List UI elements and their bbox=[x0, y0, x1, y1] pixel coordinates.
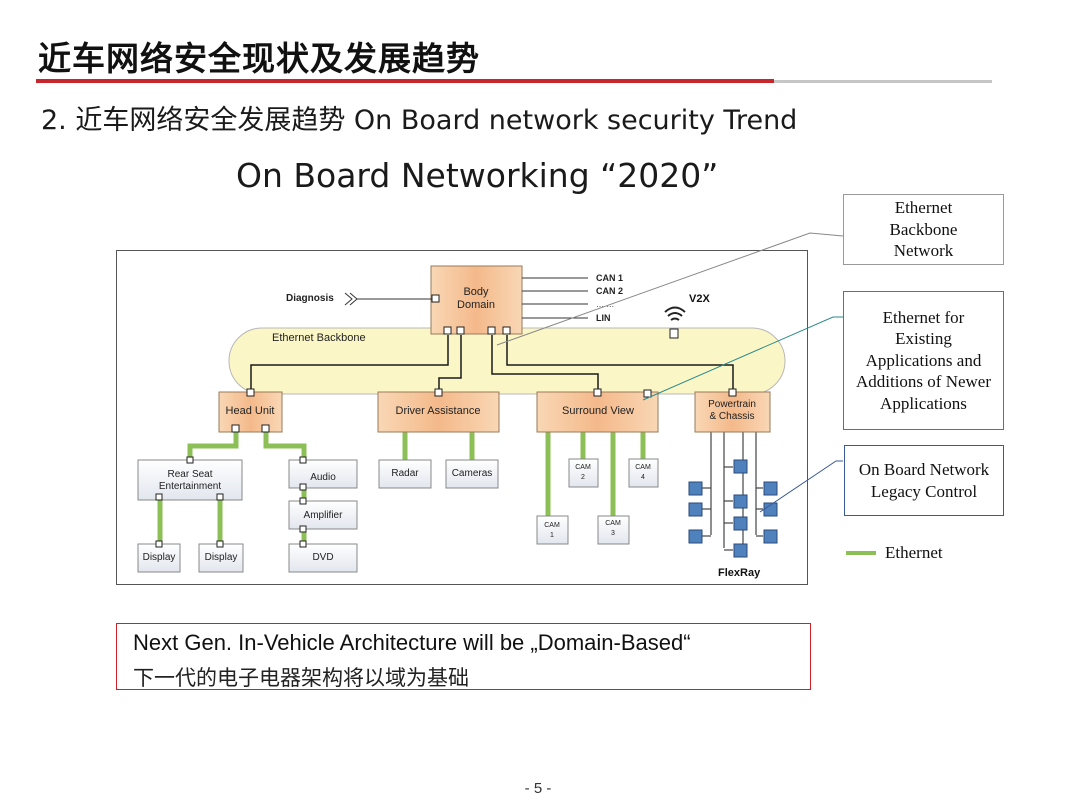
audio bbox=[288, 459, 358, 489]
note-chinese: 下一代的电子电器架构将以域为基础 bbox=[133, 666, 469, 690]
lin-label: LIN bbox=[596, 313, 611, 323]
flexray-ecu bbox=[763, 481, 778, 496]
callout-ethernet-backbone-text: Ethernet Backbone Network bbox=[889, 198, 958, 261]
slide-subtitle: 2. 近车网络安全发展趋势 On Board network security … bbox=[41, 105, 798, 136]
callout-legacy-control-text: On Board Network Legacy Control bbox=[858, 460, 990, 501]
flexray-ecu bbox=[688, 502, 703, 517]
amplifier-label: Amplifier bbox=[304, 510, 344, 521]
flexray-bus bbox=[702, 432, 763, 551]
radar-label: Radar bbox=[391, 468, 419, 479]
flexray-ecu bbox=[733, 459, 748, 474]
cam-3-number: 3 bbox=[611, 530, 615, 537]
body-domain bbox=[430, 265, 523, 335]
diagram-title: On Board Networking “2020” bbox=[236, 156, 719, 195]
head-unit-domain bbox=[218, 391, 283, 433]
body-domain-label-1: Body bbox=[463, 286, 489, 298]
cam-2-number: 2 bbox=[581, 474, 585, 481]
dvd-label: DVD bbox=[312, 552, 333, 563]
can1-label: CAN 1 bbox=[596, 273, 623, 283]
amplifier bbox=[288, 500, 358, 530]
body-domain-label-2: Domain bbox=[457, 299, 495, 311]
callout-pointer-backbone bbox=[496, 232, 844, 346]
powertrain-domain bbox=[694, 391, 771, 433]
legend-ethernet-swatch bbox=[846, 551, 876, 555]
surround-view-domain bbox=[536, 391, 659, 433]
callout-ethernet-existing-text: Ethernet for Existing Applications and A… bbox=[855, 307, 992, 413]
flexray-ecu bbox=[733, 543, 748, 558]
diagram-frame bbox=[116, 250, 808, 585]
cam-3-label: CAM bbox=[605, 520, 621, 527]
callout-ethernet-existing: Ethernet for Existing Applications and A… bbox=[843, 291, 1004, 430]
display-1-label: Display bbox=[143, 552, 176, 563]
callout-pointer-legacy bbox=[759, 460, 843, 513]
backbone-wiring bbox=[250, 335, 734, 392]
cam-1-number: 1 bbox=[550, 532, 554, 539]
can-lines bbox=[522, 277, 588, 319]
v2x-label: V2X bbox=[689, 293, 710, 305]
dvd bbox=[288, 543, 358, 573]
flexray-ecu bbox=[763, 529, 778, 544]
rear-seat-label-1: Rear Seat bbox=[167, 469, 212, 480]
powertrain-label-2: & Chassis bbox=[709, 411, 754, 422]
flexray-ecu bbox=[733, 516, 748, 531]
cam-2-label: CAM bbox=[575, 464, 591, 471]
rear-seat-label-2: Entertainment bbox=[159, 481, 221, 492]
cam-4-label: CAM bbox=[635, 464, 651, 471]
head-unit-label: Head Unit bbox=[226, 405, 275, 417]
cameras bbox=[445, 459, 499, 489]
flexray-ecu bbox=[688, 529, 703, 544]
flexray-ecus bbox=[688, 459, 778, 558]
title-underline-grey bbox=[774, 80, 992, 83]
audio-label: Audio bbox=[310, 472, 336, 483]
can2-label: CAN 2 bbox=[596, 286, 623, 296]
cam-1-label: CAM bbox=[544, 522, 560, 529]
flexray-ecu bbox=[688, 481, 703, 496]
rear-seat-entertainment bbox=[137, 459, 243, 501]
wifi-icon bbox=[664, 306, 686, 321]
note-english: Next Gen. In-Vehicle Architecture will b… bbox=[133, 630, 691, 655]
slide-title: 近车网络安全现状及发展趋势 bbox=[38, 39, 480, 78]
backbone-label: Ethernet Backbone bbox=[272, 332, 366, 344]
cam-1 bbox=[536, 515, 569, 545]
cam-4-number: 4 bbox=[641, 474, 645, 481]
note-box bbox=[116, 623, 811, 690]
powertrain-label-1: Powertrain bbox=[708, 399, 756, 410]
callout-legacy-control: On Board Network Legacy Control bbox=[844, 445, 1004, 516]
page-number: - 5 - bbox=[524, 780, 552, 797]
callout-pointer-existing bbox=[642, 316, 843, 401]
surround-view-label: Surround View bbox=[562, 405, 634, 417]
can-ellipsis-label: … … bbox=[596, 300, 614, 309]
flexray-label: FlexRay bbox=[718, 567, 761, 579]
cam-3 bbox=[597, 515, 630, 545]
title-underline-red bbox=[36, 79, 774, 83]
display-2-label: Display bbox=[205, 552, 238, 563]
diagnosis-label: Diagnosis bbox=[286, 293, 334, 304]
flexray-ecu bbox=[733, 494, 748, 509]
cam-4 bbox=[628, 458, 659, 488]
display-1 bbox=[137, 543, 181, 573]
cam-2 bbox=[568, 458, 599, 488]
driver-assistance-label: Driver Assistance bbox=[396, 405, 481, 417]
diagnosis-arrow-icon bbox=[344, 292, 358, 306]
callout-ethernet-backbone: Ethernet Backbone Network bbox=[843, 194, 1004, 265]
radar bbox=[378, 459, 432, 489]
cameras-label: Cameras bbox=[452, 468, 493, 479]
driver-assistance-domain bbox=[377, 391, 500, 433]
legend-ethernet-label: Ethernet bbox=[885, 543, 943, 562]
